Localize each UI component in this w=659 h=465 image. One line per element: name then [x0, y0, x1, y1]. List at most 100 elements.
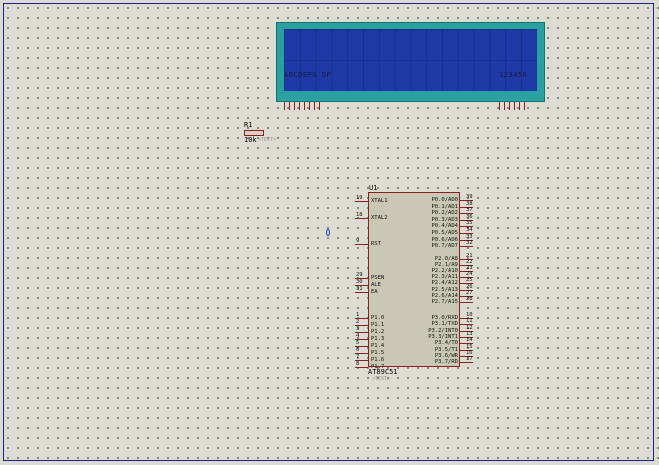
mcu-pin-line[interactable]: [460, 220, 473, 221]
lcd-digit-pin[interactable]: [519, 102, 520, 110]
mcu-pin-label: P2.5/A13: [431, 287, 459, 293]
mcu-pin-label: P0.0/AD0: [431, 197, 459, 203]
mcu-pin-line[interactable]: [355, 292, 368, 293]
lcd-digit-pin[interactable]: [514, 102, 515, 110]
mcu-pin-label: P2.4/A12: [431, 280, 459, 286]
mcu-pin-line[interactable]: [460, 283, 473, 284]
lcd-segment-pin[interactable]: [284, 102, 285, 110]
mcu-pin-number: 32: [466, 240, 473, 246]
mcu-pin-line[interactable]: [460, 290, 473, 291]
mcu-pin-line[interactable]: [355, 318, 368, 319]
mcu-pin-number: 2: [356, 319, 360, 325]
mcu-pin-label: EA: [371, 289, 378, 295]
mcu-pin-number: 1: [356, 312, 360, 318]
resistor-value-label: 10k: [244, 136, 257, 144]
mcu-pin-line[interactable]: [355, 201, 368, 202]
mcu-pin-line[interactable]: [460, 277, 473, 278]
mcu-pin-label: P1.3: [371, 336, 385, 342]
lcd-segment-pin[interactable]: [289, 102, 290, 110]
mcu-pin-line[interactable]: [460, 265, 473, 266]
mcu-pin-label: P3.4/T0: [434, 340, 458, 346]
mcu-pin-line[interactable]: [355, 244, 368, 245]
seven-segment-lcd[interactable]: [276, 22, 545, 102]
mcu-pin-number: 15: [466, 344, 473, 350]
mcu-pin-line[interactable]: [460, 337, 473, 338]
mcu-pin-number: 4: [356, 333, 360, 339]
mcu-pin-number: 16: [466, 350, 473, 356]
mcu-pin-line[interactable]: [460, 207, 473, 208]
mcu-pin-line[interactable]: [355, 367, 368, 368]
lcd-digit-pin[interactable]: [499, 102, 500, 110]
mcu-pin-line[interactable]: [355, 278, 368, 279]
mcu-pin-label: RST: [371, 241, 381, 247]
mcu-pin-label: P1.7: [371, 364, 385, 370]
mcu-pin-line[interactable]: [460, 233, 473, 234]
mcu-pin-number: 26: [466, 284, 473, 290]
mcu-pin-label: P0.7/AD7: [431, 243, 459, 249]
lcd-segment-pin[interactable]: [304, 102, 305, 110]
mcu-pin-number: 21: [466, 253, 473, 259]
lcd-segment-pin[interactable]: [314, 102, 315, 110]
mcu-pin-line[interactable]: [460, 343, 473, 344]
mcu-pin-label: P0.6/AD6: [431, 237, 459, 243]
lcd-segment-pin[interactable]: [319, 102, 320, 110]
mcu-pin-line[interactable]: [355, 325, 368, 326]
lcd-digit-pin[interactable]: [504, 102, 505, 110]
mcu-text-hint: <TEXT>: [372, 376, 391, 382]
mcu-pin-line[interactable]: [460, 331, 473, 332]
mcu-pin-line[interactable]: [355, 339, 368, 340]
mcu-pin-label: P3.0/RXD: [431, 315, 459, 321]
mcu-pin-number: 30: [356, 279, 363, 285]
lcd-digit-pin[interactable]: [509, 102, 510, 110]
mcu-pin-number: 35: [466, 220, 473, 226]
mcu-pin-label: P3.5/T1: [434, 347, 458, 353]
mcu-pin-label: P0.1/AD1: [431, 204, 459, 210]
mcu-pin-line[interactable]: [355, 346, 368, 347]
mcu-pin-line[interactable]: [460, 302, 473, 303]
mcu-pin-number: 34: [466, 227, 473, 233]
lcd-segment-pin[interactable]: [299, 102, 300, 110]
mcu-pin-line[interactable]: [460, 318, 473, 319]
mcu-pin-number: 10: [466, 312, 473, 318]
mcu-pin-number: 39: [466, 194, 473, 200]
mcu-pin-number: 25: [466, 277, 473, 283]
mcu-pin-number: 28: [466, 296, 473, 302]
mcu-pin-label: P1.2: [371, 329, 385, 335]
mcu-pin-line[interactable]: [460, 362, 473, 363]
microcontroller-u1[interactable]: [368, 192, 460, 367]
mcu-pin-line[interactable]: [460, 240, 473, 241]
lcd-segment-pin[interactable]: [294, 102, 295, 110]
mcu-pin-line[interactable]: [355, 360, 368, 361]
mcu-pin-line[interactable]: [355, 353, 368, 354]
mcu-pin-line[interactable]: [460, 246, 473, 247]
lcd-segment-pin[interactable]: [309, 102, 310, 110]
mcu-pin-line[interactable]: [460, 226, 473, 227]
mcu-pin-line[interactable]: [460, 350, 473, 351]
mcu-pin-label: P2.6/A14: [431, 293, 459, 299]
mcu-pin-line[interactable]: [355, 332, 368, 333]
mcu-pin-line[interactable]: [460, 324, 473, 325]
resistor-ref-label: R1: [244, 121, 253, 129]
probe-marker-icon[interactable]: [326, 229, 330, 236]
mcu-pin-line[interactable]: [460, 356, 473, 357]
mcu-pin-label: XTAL2: [371, 215, 388, 221]
mcu-pin-label: ALE: [371, 282, 381, 288]
mcu-pin-line[interactable]: [460, 271, 473, 272]
mcu-pin-line[interactable]: [460, 213, 473, 214]
mcu-pin-number: 31: [356, 286, 363, 292]
mcu-pin-line[interactable]: [460, 200, 473, 201]
mcu-part-label: AT89C51: [368, 368, 398, 376]
resistor-r1[interactable]: [244, 130, 264, 136]
mcu-pin-line[interactable]: [355, 218, 368, 219]
mcu-pin-number: 11: [466, 318, 473, 324]
mcu-pin-line[interactable]: [355, 285, 368, 286]
mcu-pin-label: P2.0/A8: [434, 256, 458, 262]
mcu-pin-number: 3: [356, 326, 360, 332]
lcd-digit-pin[interactable]: [524, 102, 525, 110]
mcu-pin-number: 37: [466, 207, 473, 213]
mcu-pin-line[interactable]: [460, 259, 473, 260]
mcu-pin-label: P2.7/A15: [431, 299, 459, 305]
mcu-pin-number: 13: [466, 331, 473, 337]
mcu-pin-number: 6: [356, 347, 360, 353]
mcu-pin-line[interactable]: [460, 296, 473, 297]
